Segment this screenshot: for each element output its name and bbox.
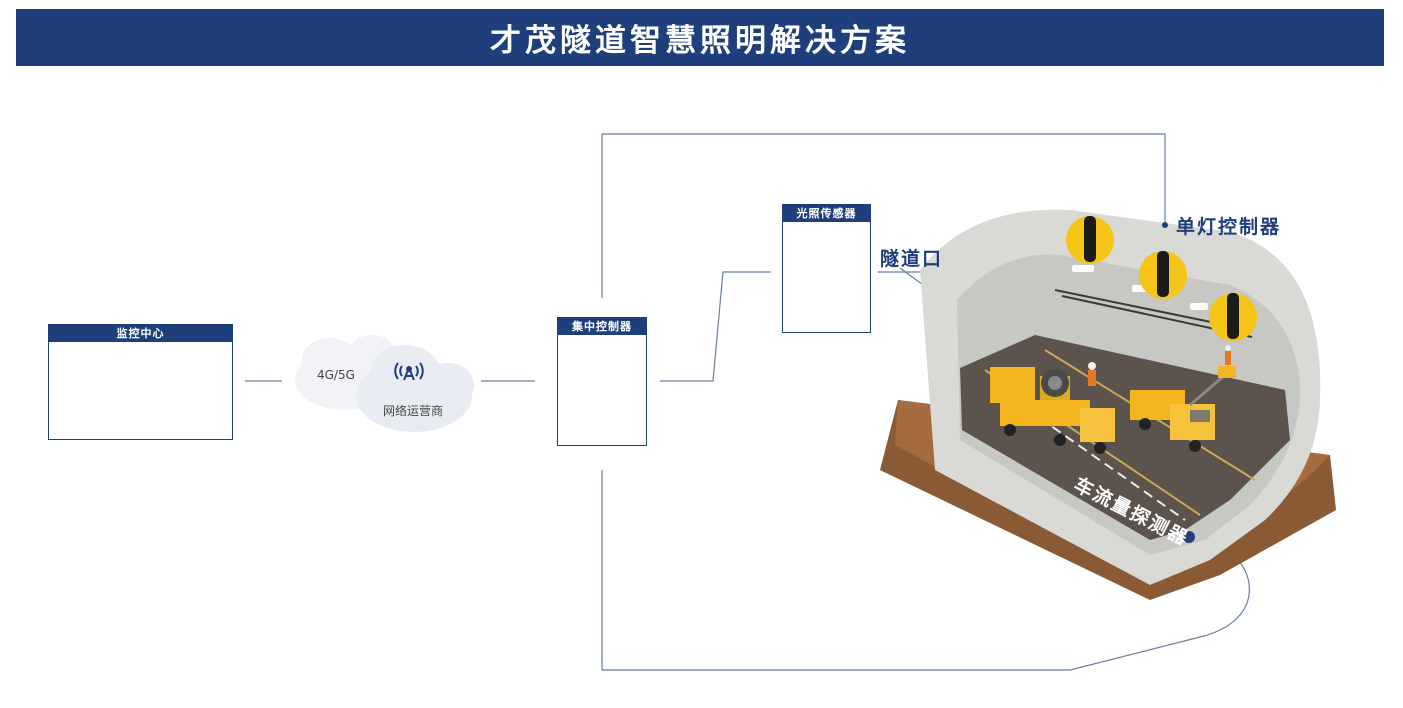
title-bar: 才茂隧道智慧照明解决方案 bbox=[16, 9, 1384, 66]
tunnel-portal-label: 隧道口 bbox=[880, 248, 944, 270]
monitor-center-panel: 监控中心 bbox=[48, 324, 233, 440]
cloud-icon bbox=[295, 335, 474, 432]
worker-figure bbox=[1088, 345, 1231, 386]
line-central-sensor bbox=[660, 271, 771, 382]
truck-left bbox=[990, 367, 1115, 454]
monitor-center-label: 监控中心 bbox=[49, 325, 232, 342]
network-type-label: 4G/5G bbox=[317, 368, 355, 382]
tunnel-illustration bbox=[880, 209, 1336, 600]
truck-right bbox=[1130, 366, 1236, 452]
lamp-controller-icons bbox=[1066, 216, 1257, 341]
light-sensor-label: 光照传感器 bbox=[783, 205, 870, 222]
network-operator-label: 网络运营商 bbox=[383, 404, 444, 418]
light-sensor-panel: 光照传感器 bbox=[782, 204, 871, 333]
antenna-icon bbox=[394, 362, 424, 381]
detector-marker-dot bbox=[1183, 531, 1195, 543]
central-controller-panel: 集中控制器 bbox=[557, 317, 647, 446]
lamp-marker-dot bbox=[1162, 222, 1168, 228]
single-lamp-controller-label: 单灯控制器 bbox=[1176, 216, 1282, 238]
line-central-lamp bbox=[601, 133, 1166, 298]
central-controller-label: 集中控制器 bbox=[558, 318, 646, 335]
page-title: 才茂隧道智慧照明解决方案 bbox=[490, 23, 910, 59]
